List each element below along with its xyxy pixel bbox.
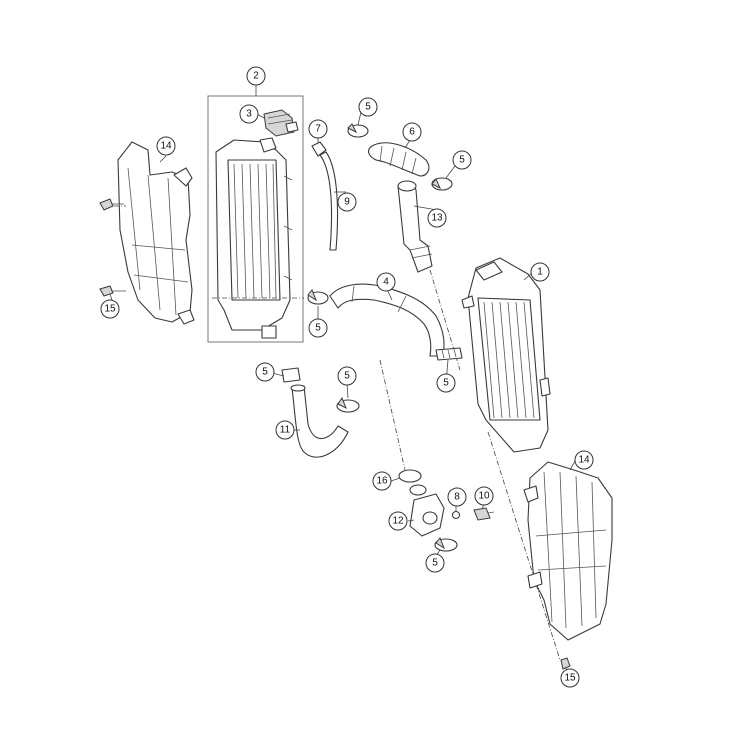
svg-text:5: 5 — [459, 155, 465, 166]
clamp-thermostat — [434, 537, 458, 552]
callout-8: 8 — [447, 487, 467, 507]
leader-14a — [159, 155, 167, 163]
shroud-screw-upper-left — [99, 198, 124, 211]
svg-text:4: 4 — [383, 277, 389, 288]
svg-text:11: 11 — [280, 425, 291, 436]
svg-text:5: 5 — [432, 558, 438, 569]
callout-5-top1: 5 — [358, 97, 378, 117]
callout-6: 6 — [402, 122, 422, 142]
thermostat-housing — [409, 484, 445, 537]
svg-text:3: 3 — [246, 109, 252, 120]
hose-clip-small — [311, 141, 327, 157]
callout-3: 3 — [239, 104, 259, 124]
callout-5-hose4: 5 — [308, 318, 328, 338]
radiator-assembly-group-box — [207, 95, 304, 343]
callout-14-right: 14 — [574, 450, 594, 470]
svg-text:15: 15 — [104, 304, 116, 315]
svg-text:5: 5 — [315, 323, 321, 334]
callout-5-hose11a: 5 — [255, 362, 275, 382]
callout-16: 16 — [372, 471, 392, 491]
right-radiator-shroud — [523, 461, 613, 641]
svg-text:2: 2 — [253, 71, 259, 82]
hose-11 — [290, 384, 349, 458]
leader-6 — [404, 139, 411, 149]
callout-1: 1 — [530, 262, 550, 282]
leader-12 — [407, 519, 415, 522]
overflow-hose — [319, 151, 339, 251]
leader-1 — [523, 272, 533, 281]
callout-15-right: 15 — [560, 668, 580, 688]
clamp-11-right — [336, 396, 360, 413]
callout-2: 2 — [246, 66, 266, 86]
svg-text:10: 10 — [478, 491, 490, 502]
right-radiator — [461, 257, 551, 453]
svg-text:14: 14 — [578, 455, 590, 466]
svg-text:8: 8 — [454, 492, 460, 503]
hose-clamp-lower-pipe — [435, 347, 463, 361]
callout-10: 10 — [474, 486, 494, 506]
temperature-sensor-10 — [473, 507, 495, 521]
leader-5-11b — [346, 383, 349, 399]
shroud-screw-lower-left — [99, 285, 126, 297]
callout-11: 11 — [275, 420, 295, 440]
leader-14b — [569, 460, 576, 471]
callout-13: 13 — [427, 208, 447, 228]
callout-7: 7 — [308, 119, 328, 139]
callout-5-therm: 5 — [425, 553, 445, 573]
svg-text:6: 6 — [409, 127, 415, 138]
callout-5-hose11b: 5 — [337, 366, 357, 386]
shroud-screw-lower-right — [560, 657, 571, 670]
assembly-line-center — [379, 359, 406, 471]
hose-clamp-top-1 — [347, 123, 369, 138]
leader-15a — [109, 293, 113, 301]
svg-text:16: 16 — [376, 476, 388, 487]
svg-text:7: 7 — [315, 124, 321, 135]
svg-text:15: 15 — [564, 673, 576, 684]
svg-text:12: 12 — [392, 516, 404, 527]
svg-text:5: 5 — [443, 378, 449, 389]
leader-16 — [390, 477, 401, 482]
leader-5-top2 — [445, 165, 456, 179]
callout-5-top2: 5 — [452, 150, 472, 170]
sealing-ring-8 — [451, 510, 461, 520]
callout-15-left: 15 — [100, 299, 120, 319]
long-radiator-hose — [329, 283, 445, 357]
svg-text:5: 5 — [344, 371, 350, 382]
callout-9: 9 — [337, 192, 357, 212]
svg-text:14: 14 — [160, 141, 172, 152]
radiator-cap — [263, 109, 299, 137]
hose-clamp-4 — [307, 289, 329, 305]
svg-text:5: 5 — [262, 367, 268, 378]
coolant-pipe — [397, 180, 433, 273]
left-radiator-shroud — [117, 141, 195, 325]
left-radiator — [215, 137, 293, 339]
clamp-11-upper — [281, 367, 301, 383]
leader-5-top1 — [357, 111, 362, 126]
callout-4: 4 — [376, 272, 396, 292]
connector-hose-top — [367, 142, 430, 177]
clamp-16 — [398, 469, 422, 483]
svg-text:13: 13 — [431, 213, 443, 224]
callout-14-left: 14 — [156, 136, 176, 156]
hose-clamp-top-2 — [431, 177, 453, 191]
svg-text:1: 1 — [537, 267, 543, 278]
callout-5-pipe: 5 — [436, 373, 456, 393]
svg-text:5: 5 — [365, 102, 371, 113]
callout-12: 12 — [388, 511, 408, 531]
svg-text:9: 9 — [344, 197, 350, 208]
